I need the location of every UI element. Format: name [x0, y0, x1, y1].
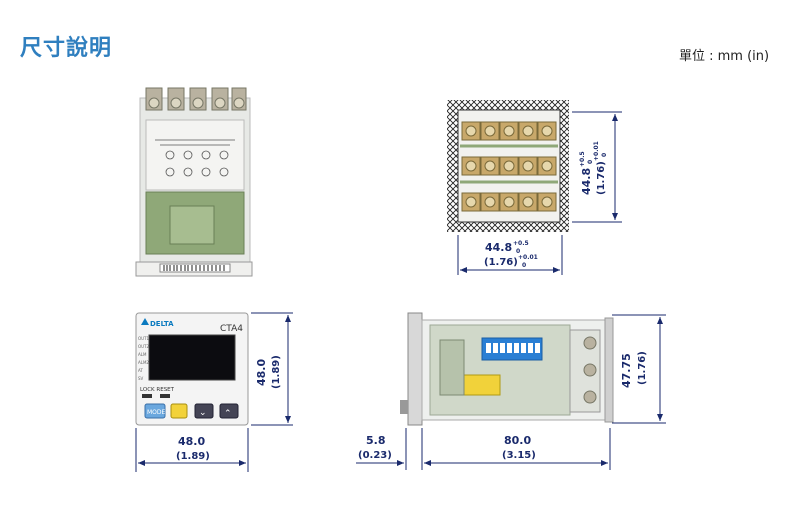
svg-text:⌄: ⌄ — [199, 408, 207, 418]
bezel-depth-in: (0.23) — [358, 450, 392, 461]
cutout-height-mm: 44.8 — [580, 168, 593, 195]
svg-text:OUT2: OUT2 — [138, 344, 150, 349]
lcd-display — [148, 334, 236, 381]
side-height-dimension — [612, 314, 666, 424]
front-height-dimension — [251, 312, 293, 426]
panel-cutout — [447, 100, 569, 232]
cutout-height-dimension — [572, 111, 622, 223]
model-label: CTA4 — [220, 324, 243, 334]
front-width-dimension — [135, 428, 249, 472]
body-length-in: (3.15) — [502, 450, 536, 461]
body-length-mm: 80.0 — [504, 434, 531, 447]
svg-text:MODE: MODE — [147, 409, 166, 416]
lock-reset-label: LOCK RESET — [140, 387, 175, 393]
cutout-height-tol-mm-upper: +0.5 — [579, 151, 586, 167]
svg-text:⌃: ⌃ — [224, 409, 232, 419]
cutout-width-tol-in-lower: 0 — [522, 262, 526, 269]
svg-text:ALM2: ALM2 — [138, 360, 149, 365]
front-width-mm: 48.0 — [178, 435, 205, 448]
cutout-width-dimension — [457, 235, 563, 275]
cutout-height-tol-in-upper: +0.01 — [593, 141, 600, 161]
rear-view-photo — [135, 87, 253, 277]
cutout-width-tol-mm-lower: 0 — [516, 248, 520, 255]
delta-logo: DELTA — [141, 318, 174, 328]
svg-text:AT: AT — [138, 368, 143, 373]
page-title: 尺寸說明 — [20, 36, 113, 61]
cutout-height-in: (1.76) — [596, 161, 607, 195]
cutout-width-tol-mm-upper: +0.5 — [513, 240, 529, 247]
shift-button — [170, 403, 188, 419]
cutout-width-tol-in-upper: +0.01 — [518, 254, 538, 261]
front-height-mm: 48.0 — [255, 359, 268, 386]
svg-text:OUT1: OUT1 — [138, 336, 150, 341]
bezel-depth-mm: 5.8 — [366, 434, 386, 447]
svg-text:SV: SV — [138, 376, 144, 381]
front-height-in: (1.89) — [271, 355, 282, 389]
cutout-width-mm: 44.8 — [485, 241, 512, 254]
bezel-depth-dimension — [356, 428, 611, 470]
side-height-in: (1.76) — [637, 351, 648, 385]
svg-text:ALM: ALM — [138, 352, 147, 357]
relay — [461, 374, 501, 396]
cutout-height-tol-mm-lower: 0 — [587, 160, 594, 164]
up-button — [219, 403, 239, 419]
side-view — [400, 312, 614, 426]
unit-label: 單位 : mm (in) — [679, 49, 770, 64]
cutout-height-tol-in-lower: 0 — [601, 153, 608, 157]
front-width-in: (1.89) — [176, 451, 210, 462]
svg-text:DELTA: DELTA — [150, 320, 174, 328]
mode-button — [144, 403, 166, 419]
side-height-mm: 47.75 — [620, 353, 633, 388]
down-button — [194, 403, 214, 419]
cutout-width-in: (1.76) — [484, 257, 518, 268]
